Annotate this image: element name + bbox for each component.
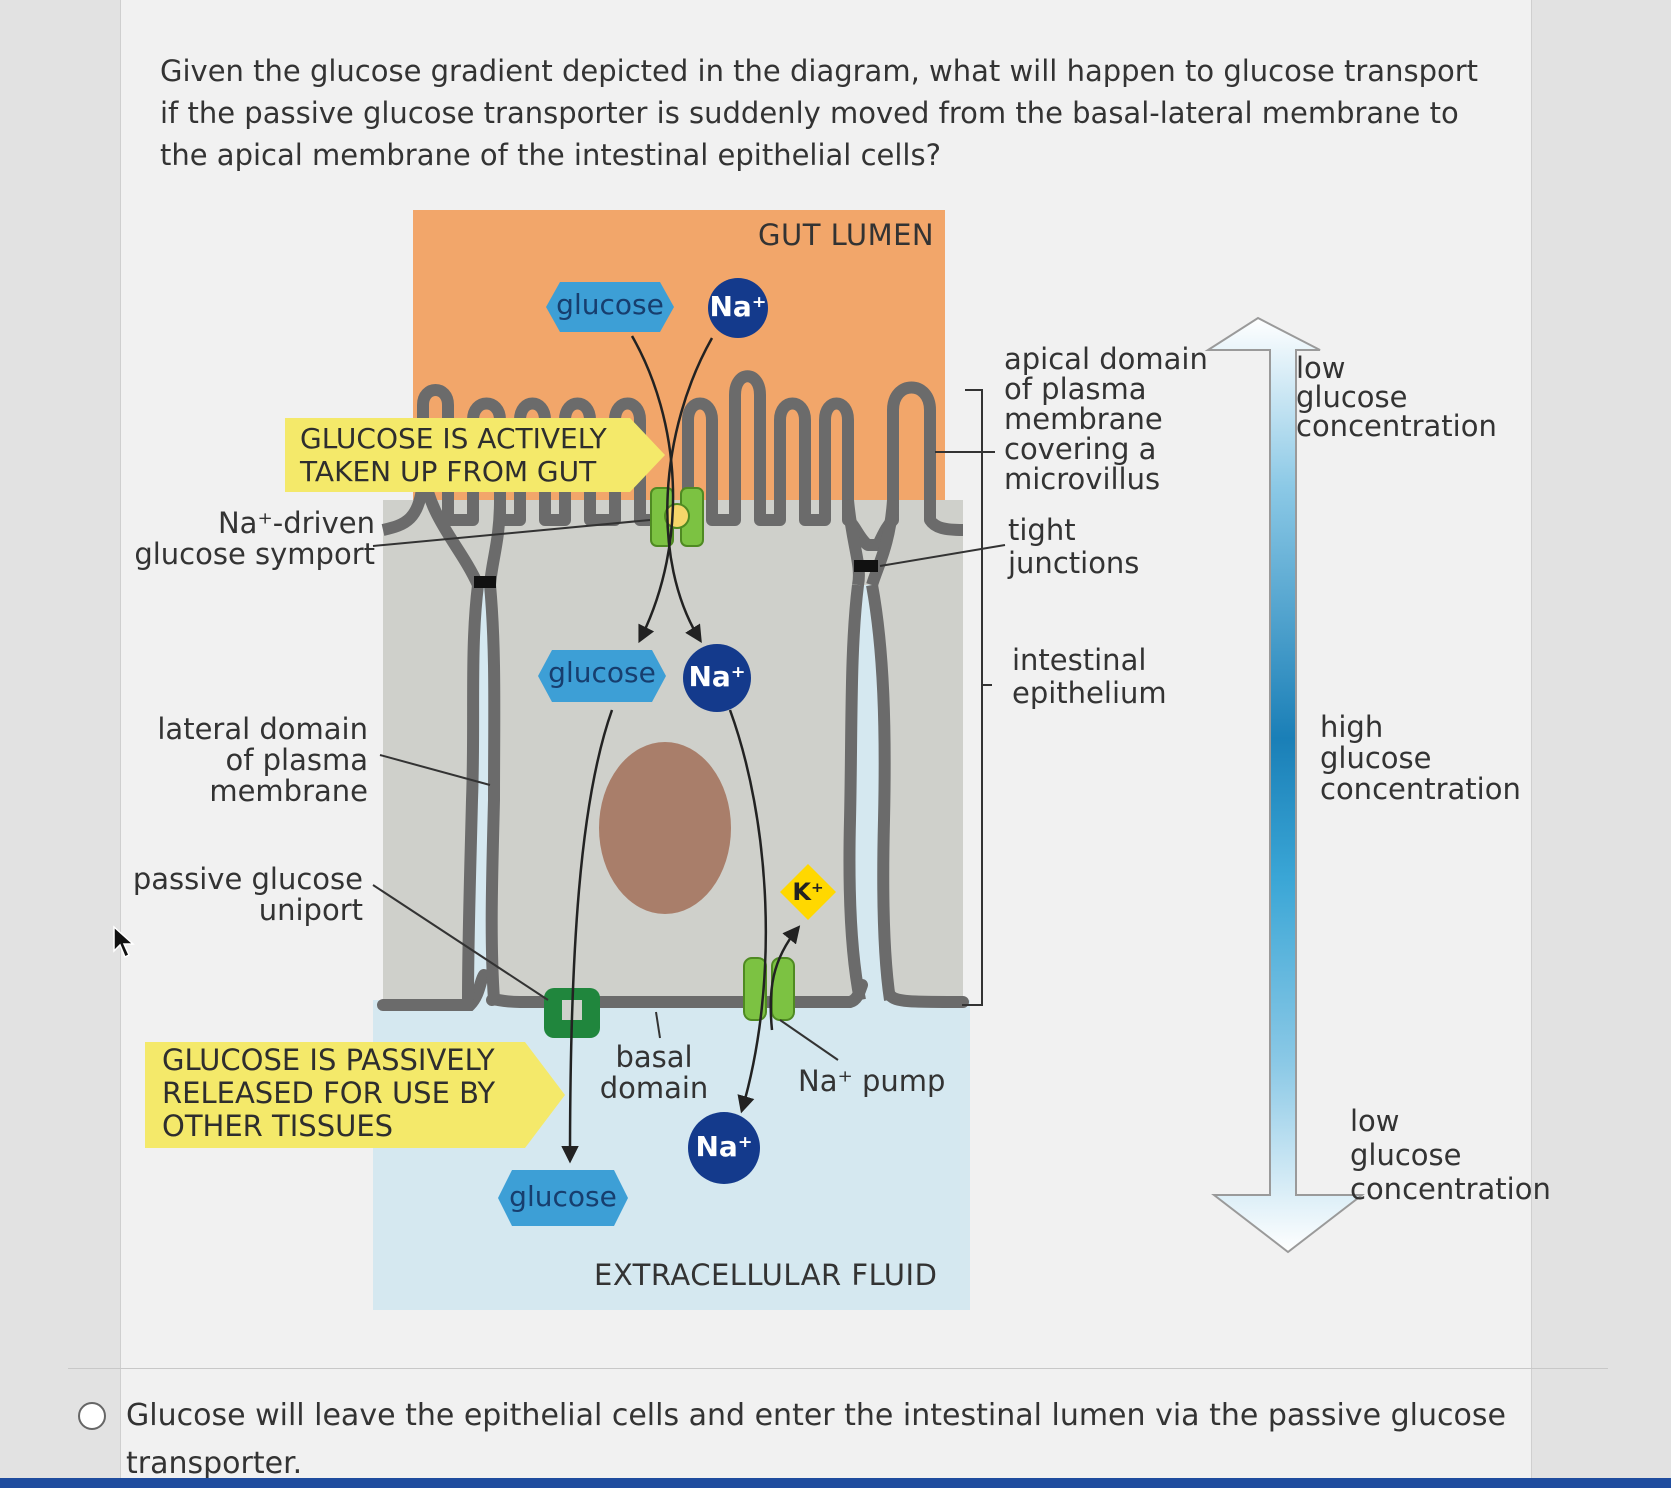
grad-top-line2: glucose (1296, 380, 1408, 414)
na-top-label: Na⁺ (709, 290, 767, 323)
na-mid-label: Na⁺ (688, 660, 746, 693)
lumen-cell-edge-right (842, 499, 865, 587)
epi-line2: epithelium (1012, 676, 1167, 710)
passive-callout-line3: OTHER TISSUES (162, 1109, 394, 1143)
na-bottom-label: Na⁺ (695, 1130, 753, 1163)
tight-junctions-label: tight junctions (1008, 514, 1139, 580)
active-callout-line2: TAKEN UP FROM GUT (300, 455, 597, 488)
na-uptake-arrow (666, 337, 714, 643)
passive-callout-box (145, 1042, 565, 1148)
apical-line2: of plasma (1004, 372, 1147, 406)
answer-option-label: Glucose will leave the epithelial cells … (126, 1398, 1506, 1481)
grad-mid-line2: glucose (1320, 741, 1432, 775)
symport-label: Na⁺-driven glucose symport (120, 508, 375, 570)
k-entry-arrow (769, 925, 801, 1031)
grad-bot-line2: glucose (1350, 1138, 1462, 1172)
passive-callout-line1: GLUCOSE IS PASSIVELY (162, 1043, 495, 1077)
gradient-top-label: low glucose concentration (1296, 354, 1497, 441)
nucleus (599, 742, 731, 914)
mouse-cursor-icon (113, 925, 135, 959)
na-exit-arrow (728, 709, 768, 1114)
symport-line1: Na⁺-driven (217, 506, 375, 540)
active-uptake-callout: GLUCOSE IS ACTIVELY TAKEN UP FROM GUT (300, 422, 607, 488)
tight-line1: tight (1008, 513, 1076, 547)
lateral-membrane-left-b (484, 584, 501, 1001)
glucose-bottom-shape (498, 1170, 628, 1226)
apical-line3: membrane (1004, 402, 1163, 436)
basal-line1: basal (615, 1040, 693, 1074)
uniport-leader (372, 884, 549, 1001)
na-pump-label: Na⁺ pump (798, 1064, 946, 1098)
gut-lumen-label: GUT LUMEN (758, 218, 935, 252)
active-callout-box (285, 418, 665, 492)
gut-lumen-area (413, 210, 945, 550)
passive-callout-line2: RELEASED FOR USE BY (162, 1076, 496, 1110)
lateral-line2: of plasma (225, 743, 368, 777)
epithelium-bracket (962, 389, 983, 1006)
apical-line5: microvillus (1004, 462, 1161, 496)
extracellular-fluid-label: EXTRACELLULAR FLUID (594, 1258, 938, 1292)
lateral-line3: membrane (209, 774, 368, 808)
tight-junction-right (854, 560, 878, 572)
lumen-cell-edge-right-b (866, 499, 899, 587)
grad-top-line3: concentration (1296, 409, 1497, 443)
gradient-mid-label: high glucose concentration (1320, 712, 1521, 805)
glucose-top-shape (546, 282, 674, 332)
basal-line2: domain (599, 1071, 709, 1105)
epi-line1: intestinal (1012, 643, 1147, 677)
gradient-bottom-label: low glucose concentration (1350, 1104, 1551, 1206)
tight-leader (879, 544, 1006, 567)
lateral-leader (379, 754, 491, 786)
lateral-domain-label: lateral domain of plasma membrane (120, 714, 368, 807)
apical-domain-label: apical domain of plasma membrane coverin… (1004, 344, 1208, 494)
apical-line1: apical domain (1004, 342, 1208, 376)
tight-junction-left (474, 576, 496, 588)
na-k-pump (743, 957, 795, 1021)
glucose-mid-shape (538, 650, 666, 702)
passive-release-callout: GLUCOSE IS PASSIVELY RELEASED FOR USE BY… (162, 1044, 495, 1143)
symport-line2: glucose symport (134, 537, 375, 571)
symport-leader (372, 519, 651, 547)
lateral-membrane-right-b (866, 583, 896, 1001)
options-divider (68, 1368, 1608, 1369)
grad-mid-line3: concentration (1320, 772, 1521, 806)
tight-line2: junctions (1008, 546, 1140, 580)
uniport-label: passive glucose uniport (120, 864, 363, 926)
na-mid-shape (683, 644, 751, 712)
na-bottom-shape (688, 1112, 760, 1184)
glucose-gradient-arrow (1204, 316, 1365, 1254)
basal-domain-label: basal domain (594, 1042, 714, 1104)
epithelium-diagram (145, 210, 1365, 1310)
taskbar-strip (0, 1478, 1671, 1488)
glucose-release-arrow (561, 709, 614, 1164)
lateral-membrane-left (462, 584, 484, 1001)
glucose-top-label: glucose (556, 288, 664, 321)
pump-leader (779, 1019, 839, 1061)
grad-mid-line1: high (1320, 710, 1384, 744)
radio-button-icon[interactable] (78, 1402, 106, 1430)
glucose-uptake-arrow (630, 335, 675, 644)
epithelium-label: intestinal epithelium (1012, 644, 1167, 710)
basal-leader (655, 1011, 661, 1039)
question-text: Given the glucose gradient depicted in t… (160, 54, 1479, 172)
grad-bot-line3: concentration (1350, 1172, 1551, 1206)
grad-bot-line1: low (1350, 1104, 1400, 1138)
uniport-line2: uniport (258, 893, 363, 927)
active-callout-line1: GLUCOSE IS ACTIVELY (300, 422, 607, 455)
uniport-line1: passive glucose (132, 862, 363, 896)
glucose-mid-label: glucose (548, 656, 656, 689)
grad-top-line1: low (1296, 351, 1346, 385)
k-shape (780, 864, 836, 920)
lateral-membrane-right (843, 584, 866, 1002)
na-top-shape (708, 278, 768, 338)
apical-line4: covering a (1004, 432, 1157, 466)
lateral-line1: lateral domain (157, 712, 368, 746)
glucose-bottom-label: glucose (509, 1180, 617, 1213)
k-label: K⁺ (792, 878, 824, 906)
